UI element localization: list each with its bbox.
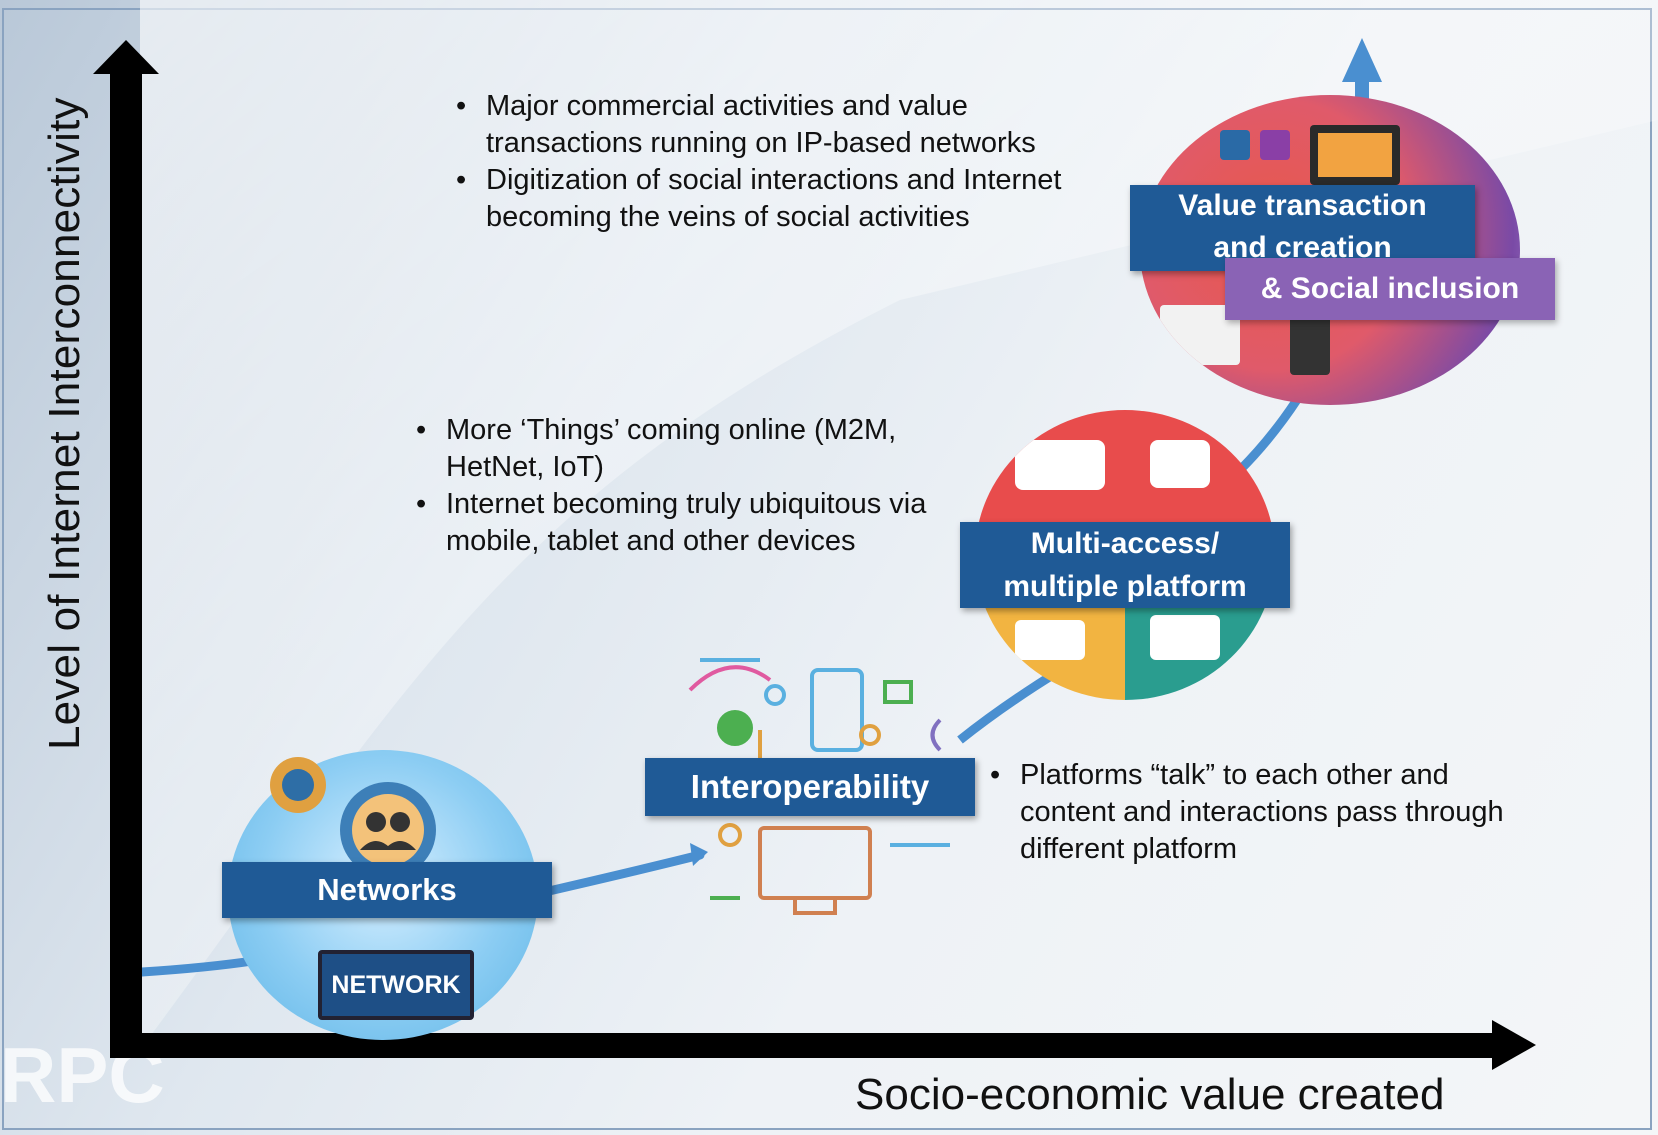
stage-value-line3: & Social inclusion [1260,272,1520,305]
bullet-ubiquitous: Internet becoming truly ubiquitous via m… [412,486,952,560]
bullets-top: Major commercial activities and value tr… [452,88,1072,236]
social-gears-icon [270,757,436,878]
network-device: NETWORK [318,950,474,1020]
stage-interoperability-label: Interoperability [690,768,930,805]
x-axis-label: Socio-economic value created [855,1070,1445,1119]
bullet-commercial: Major commercial activities and value tr… [452,88,1072,162]
stage-multi-access: Multi-access/ multiple platform [960,522,1290,608]
social-inclusion-badge: & Social inclusion [1225,258,1555,320]
network-device-label: NETWORK [331,971,461,999]
mobile-devices-icon [1015,440,1220,660]
stage-interoperability: Interoperability [645,758,975,816]
bullet-digitization: Digitization of social interactions and … [452,162,1072,236]
bullet-things-online: More ‘Things’ coming online (M2M, HetNet… [412,412,952,486]
bullet-platforms-talk: Platforms “talk” to each other and conte… [986,757,1506,868]
stage-networks-label: Networks [317,872,457,907]
stage-multi-access-line2: multiple platform [1003,570,1247,603]
commerce-apps-icon [1160,125,1400,375]
stage-value-line1: Value transaction [1178,189,1427,222]
bullets-bottom: Platforms “talk” to each other and conte… [986,757,1506,868]
stage-networks: Networks [222,862,552,918]
bullets-middle: More ‘Things’ coming online (M2M, HetNet… [412,412,952,560]
stage-multi-access-line1: Multi-access/ [1030,527,1220,560]
